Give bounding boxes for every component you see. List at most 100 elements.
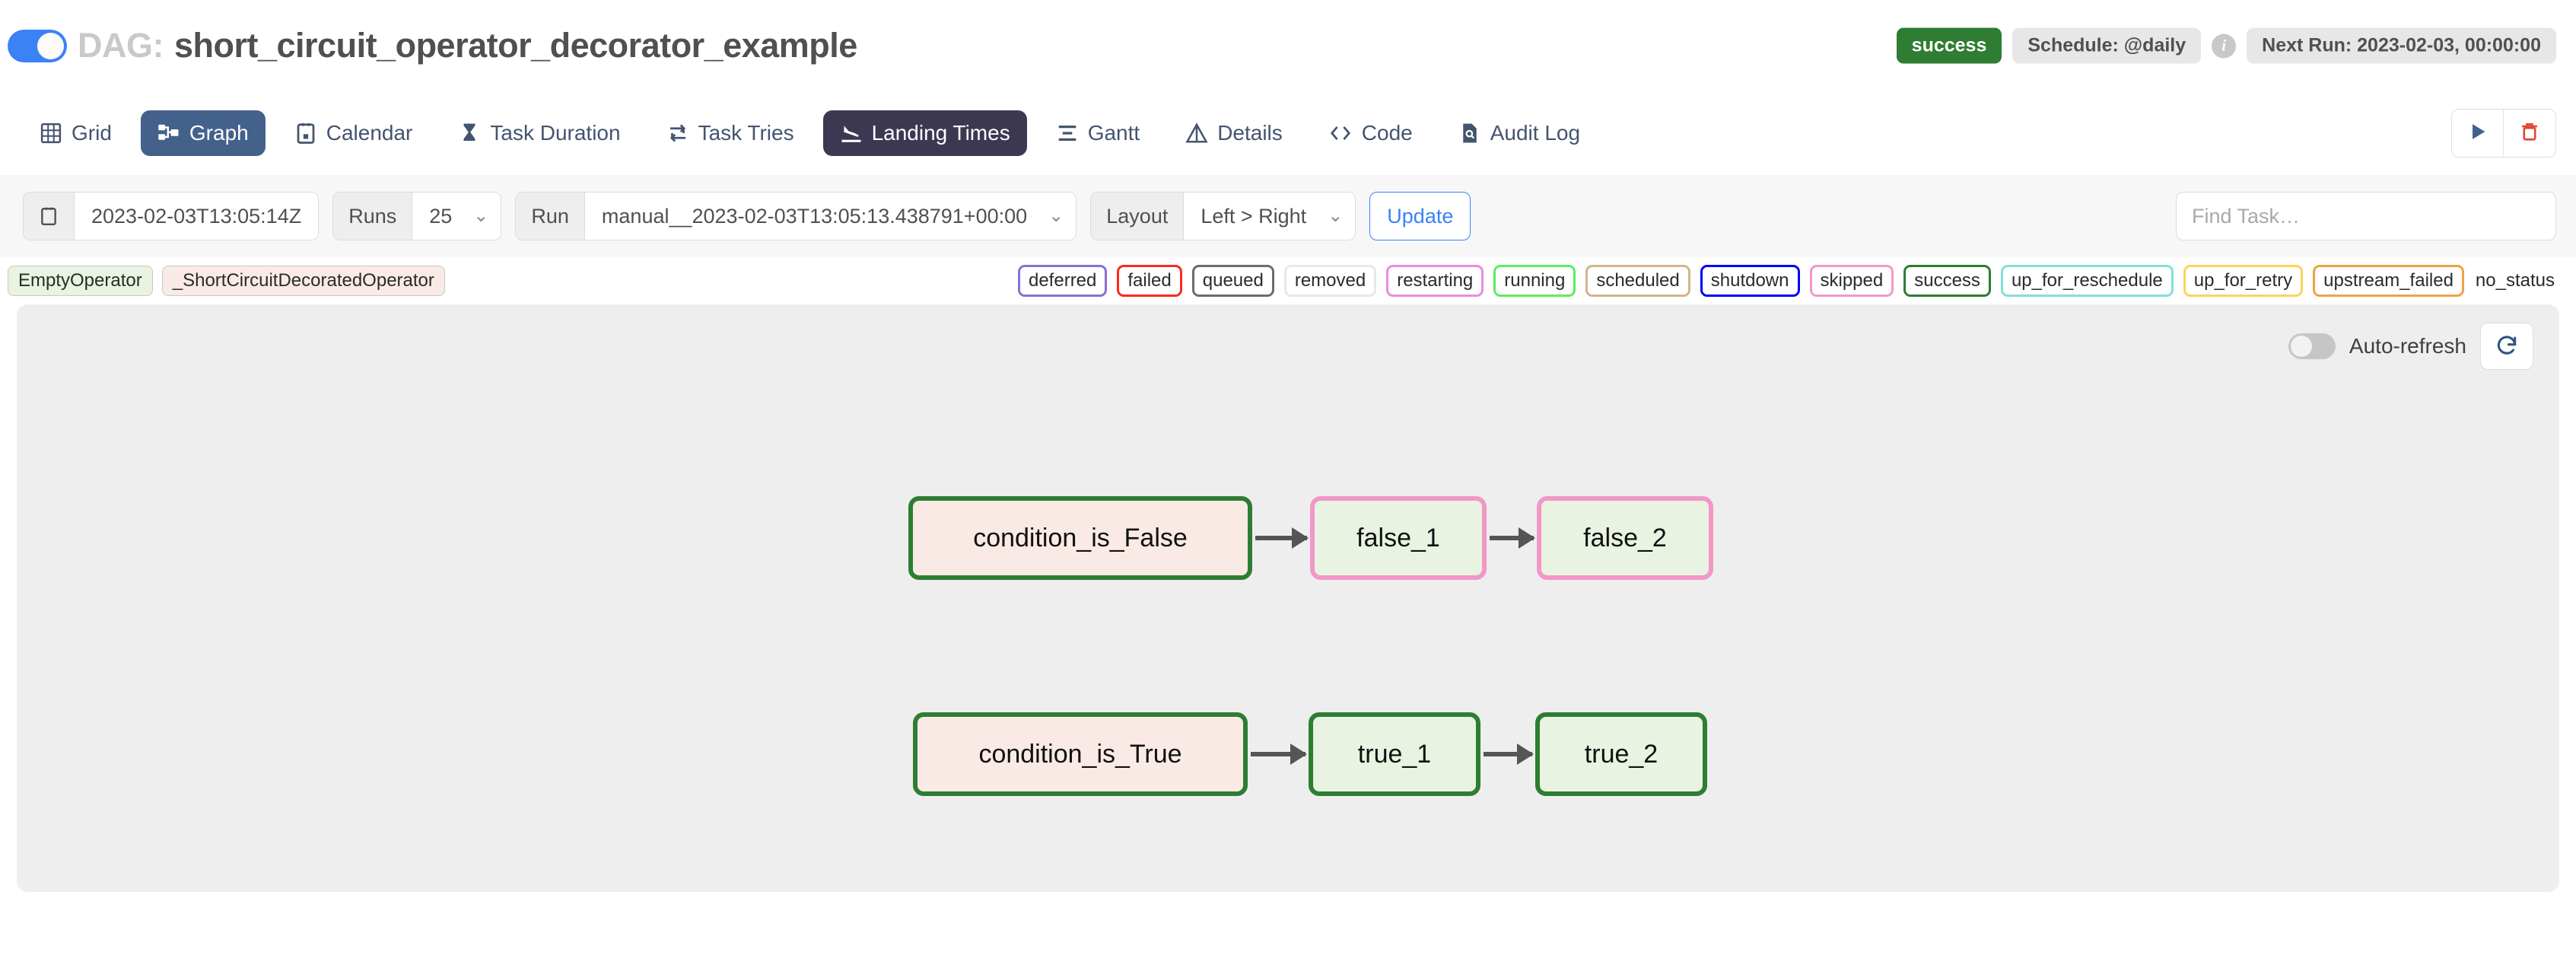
info-icon[interactable]: i (2212, 33, 2237, 58)
gantt-icon (1056, 122, 1079, 145)
auto-refresh-toggle-knob (2290, 336, 2312, 357)
audit-log-icon (1458, 122, 1481, 145)
refresh-button[interactable] (2480, 323, 2533, 370)
status-legend-chip[interactable]: shutdown (1700, 265, 1800, 297)
landing-plane-icon (840, 122, 863, 145)
tab-grid-label: Grid (72, 120, 112, 145)
graph-edge (1255, 527, 1309, 549)
tab-landing-times[interactable]: Landing Times (822, 110, 1027, 156)
tab-task-duration[interactable]: Task Duration (441, 110, 637, 156)
dag-action-buttons (2451, 108, 2556, 158)
layout-label: Layout (1091, 193, 1185, 240)
status-legend-chip[interactable]: up_for_retry (2183, 265, 2304, 297)
tab-audit-log[interactable]: Audit Log (1442, 110, 1597, 156)
tab-details-label: Details (1217, 120, 1283, 145)
status-legend-chip[interactable]: up_for_reschedule (2000, 265, 2174, 297)
header-status-group: success Schedule: @daily i Next Run: 202… (1896, 27, 2556, 64)
tab-graph[interactable]: Graph (140, 110, 266, 156)
graph-node[interactable]: false_2 (1537, 496, 1713, 580)
status-legend-chip[interactable]: deferred (1017, 265, 1108, 297)
graph-node[interactable]: condition_is_True (913, 712, 1248, 796)
tab-calendar[interactable]: Calendar (278, 110, 430, 156)
tab-task-tries-label: Task Tries (698, 120, 794, 145)
tab-gantt-label: Gantt (1087, 120, 1140, 145)
status-legend-chip[interactable]: upstream_failed (2313, 265, 2464, 297)
graph-edge (1490, 527, 1535, 549)
code-icon (1328, 122, 1353, 145)
status-legend-chip[interactable]: queued (1191, 265, 1274, 297)
operator-legend-chip[interactable]: _ShortCircuitDecoratedOperator (161, 266, 445, 296)
arrow-head-icon (1290, 744, 1307, 765)
tab-landing-times-label: Landing Times (871, 120, 1010, 145)
status-legend-chip[interactable]: skipped (1809, 265, 1894, 297)
execution-date-value[interactable]: 2023-02-03T13:05:14Z (75, 193, 319, 240)
tab-task-duration-label: Task Duration (490, 120, 621, 145)
graph-canvas[interactable]: Auto-refresh condition_is_False false_1 fa… (17, 304, 2559, 892)
status-legend-chip[interactable]: scheduled (1585, 265, 1690, 297)
tab-code-label: Code (1361, 120, 1413, 145)
run-value: manual__2023-02-03T13:05:13.438791+00:00 (601, 204, 1028, 228)
operator-legend: EmptyOperator _ShortCircuitDecoratedOpera… (8, 266, 445, 296)
arrow-head-icon (1292, 527, 1309, 549)
status-legend: deferred failed queued removed restarting run… (1017, 265, 2556, 297)
page-title: short_circuit_operator_decorator_example (173, 26, 857, 65)
refresh-icon (2495, 333, 2519, 360)
status-badge: success (1896, 27, 2002, 64)
dag-pause-toggle[interactable] (8, 29, 67, 62)
run-label: Run (516, 193, 585, 240)
status-legend-chip[interactable]: running (1493, 265, 1576, 297)
run-control[interactable]: Run manual__2023-02-03T13:05:13.438791+0… (515, 192, 1077, 240)
graph-edge (1251, 744, 1307, 765)
graph-edge (1484, 744, 1534, 765)
tab-code[interactable]: Code (1312, 110, 1430, 156)
play-icon (2467, 121, 2489, 145)
layout-select[interactable]: Left > Right ⌄ (1184, 193, 1356, 240)
tab-grid[interactable]: Grid (23, 110, 129, 156)
graph-node[interactable]: condition_is_False (908, 496, 1252, 580)
grid-icon (40, 122, 62, 145)
calendar-icon (294, 122, 317, 145)
arrow-head-icon (1517, 744, 1534, 765)
trash-icon (2519, 121, 2540, 145)
arrow-head-icon (1519, 527, 1535, 549)
status-legend-chip[interactable]: restarting (1386, 265, 1484, 297)
tab-graph-label: Graph (189, 120, 249, 145)
tab-details[interactable]: Details (1169, 110, 1299, 156)
status-legend-chip[interactable]: removed (1283, 265, 1377, 297)
graph-node[interactable]: true_2 (1535, 712, 1707, 796)
graph-toolbar: 2023-02-03T13:05:14Z Runs 25 ⌄ Run manua… (0, 175, 2576, 257)
runs-value: 25 (429, 204, 453, 228)
layout-control[interactable]: Layout Left > Right ⌄ (1090, 192, 1356, 240)
runs-label: Runs (333, 193, 413, 240)
trigger-dag-button[interactable] (2452, 109, 2504, 157)
operator-legend-chip[interactable]: EmptyOperator (8, 266, 153, 296)
graph-node[interactable]: false_1 (1310, 496, 1487, 580)
delete-dag-button[interactable] (2504, 109, 2555, 157)
chevron-down-icon: ⌄ (1048, 205, 1064, 226)
execution-date-control[interactable]: 2023-02-03T13:05:14Z (23, 192, 320, 240)
find-task-input[interactable] (2176, 192, 2556, 240)
graph-node[interactable]: true_1 (1309, 712, 1480, 796)
status-legend-chip[interactable]: failed (1117, 265, 1182, 297)
status-legend-chip[interactable]: success (1903, 265, 1991, 297)
chevron-down-icon: ⌄ (1328, 205, 1344, 226)
run-select[interactable]: manual__2023-02-03T13:05:13.438791+00:00… (584, 193, 1077, 240)
chevron-down-icon: ⌄ (473, 205, 489, 226)
triangle-icon (1185, 122, 1208, 145)
next-run-badge: Next Run: 2023-02-03, 00:00:00 (2247, 27, 2556, 64)
retry-icon (666, 122, 689, 145)
update-button[interactable]: Update (1369, 192, 1471, 240)
hourglass-icon (458, 122, 481, 145)
runs-control[interactable]: Runs 25 ⌄ (332, 192, 502, 240)
auto-refresh-toggle[interactable] (2288, 333, 2336, 359)
tab-task-tries[interactable]: Task Tries (650, 110, 811, 156)
tab-gantt[interactable]: Gantt (1039, 110, 1156, 156)
tab-calendar-label: Calendar (326, 120, 413, 145)
auto-refresh-label: Auto-refresh (2349, 334, 2466, 358)
dag-prefix-label: DAG: (78, 26, 164, 65)
status-legend-chip[interactable]: no_status (2475, 270, 2555, 291)
page-header: DAG: short_circuit_operator_decorator_ex… (0, 0, 2576, 91)
runs-select[interactable]: 25 ⌄ (412, 193, 501, 240)
calendar-icon[interactable] (24, 193, 75, 240)
auto-refresh-bar: Auto-refresh (2288, 323, 2533, 370)
